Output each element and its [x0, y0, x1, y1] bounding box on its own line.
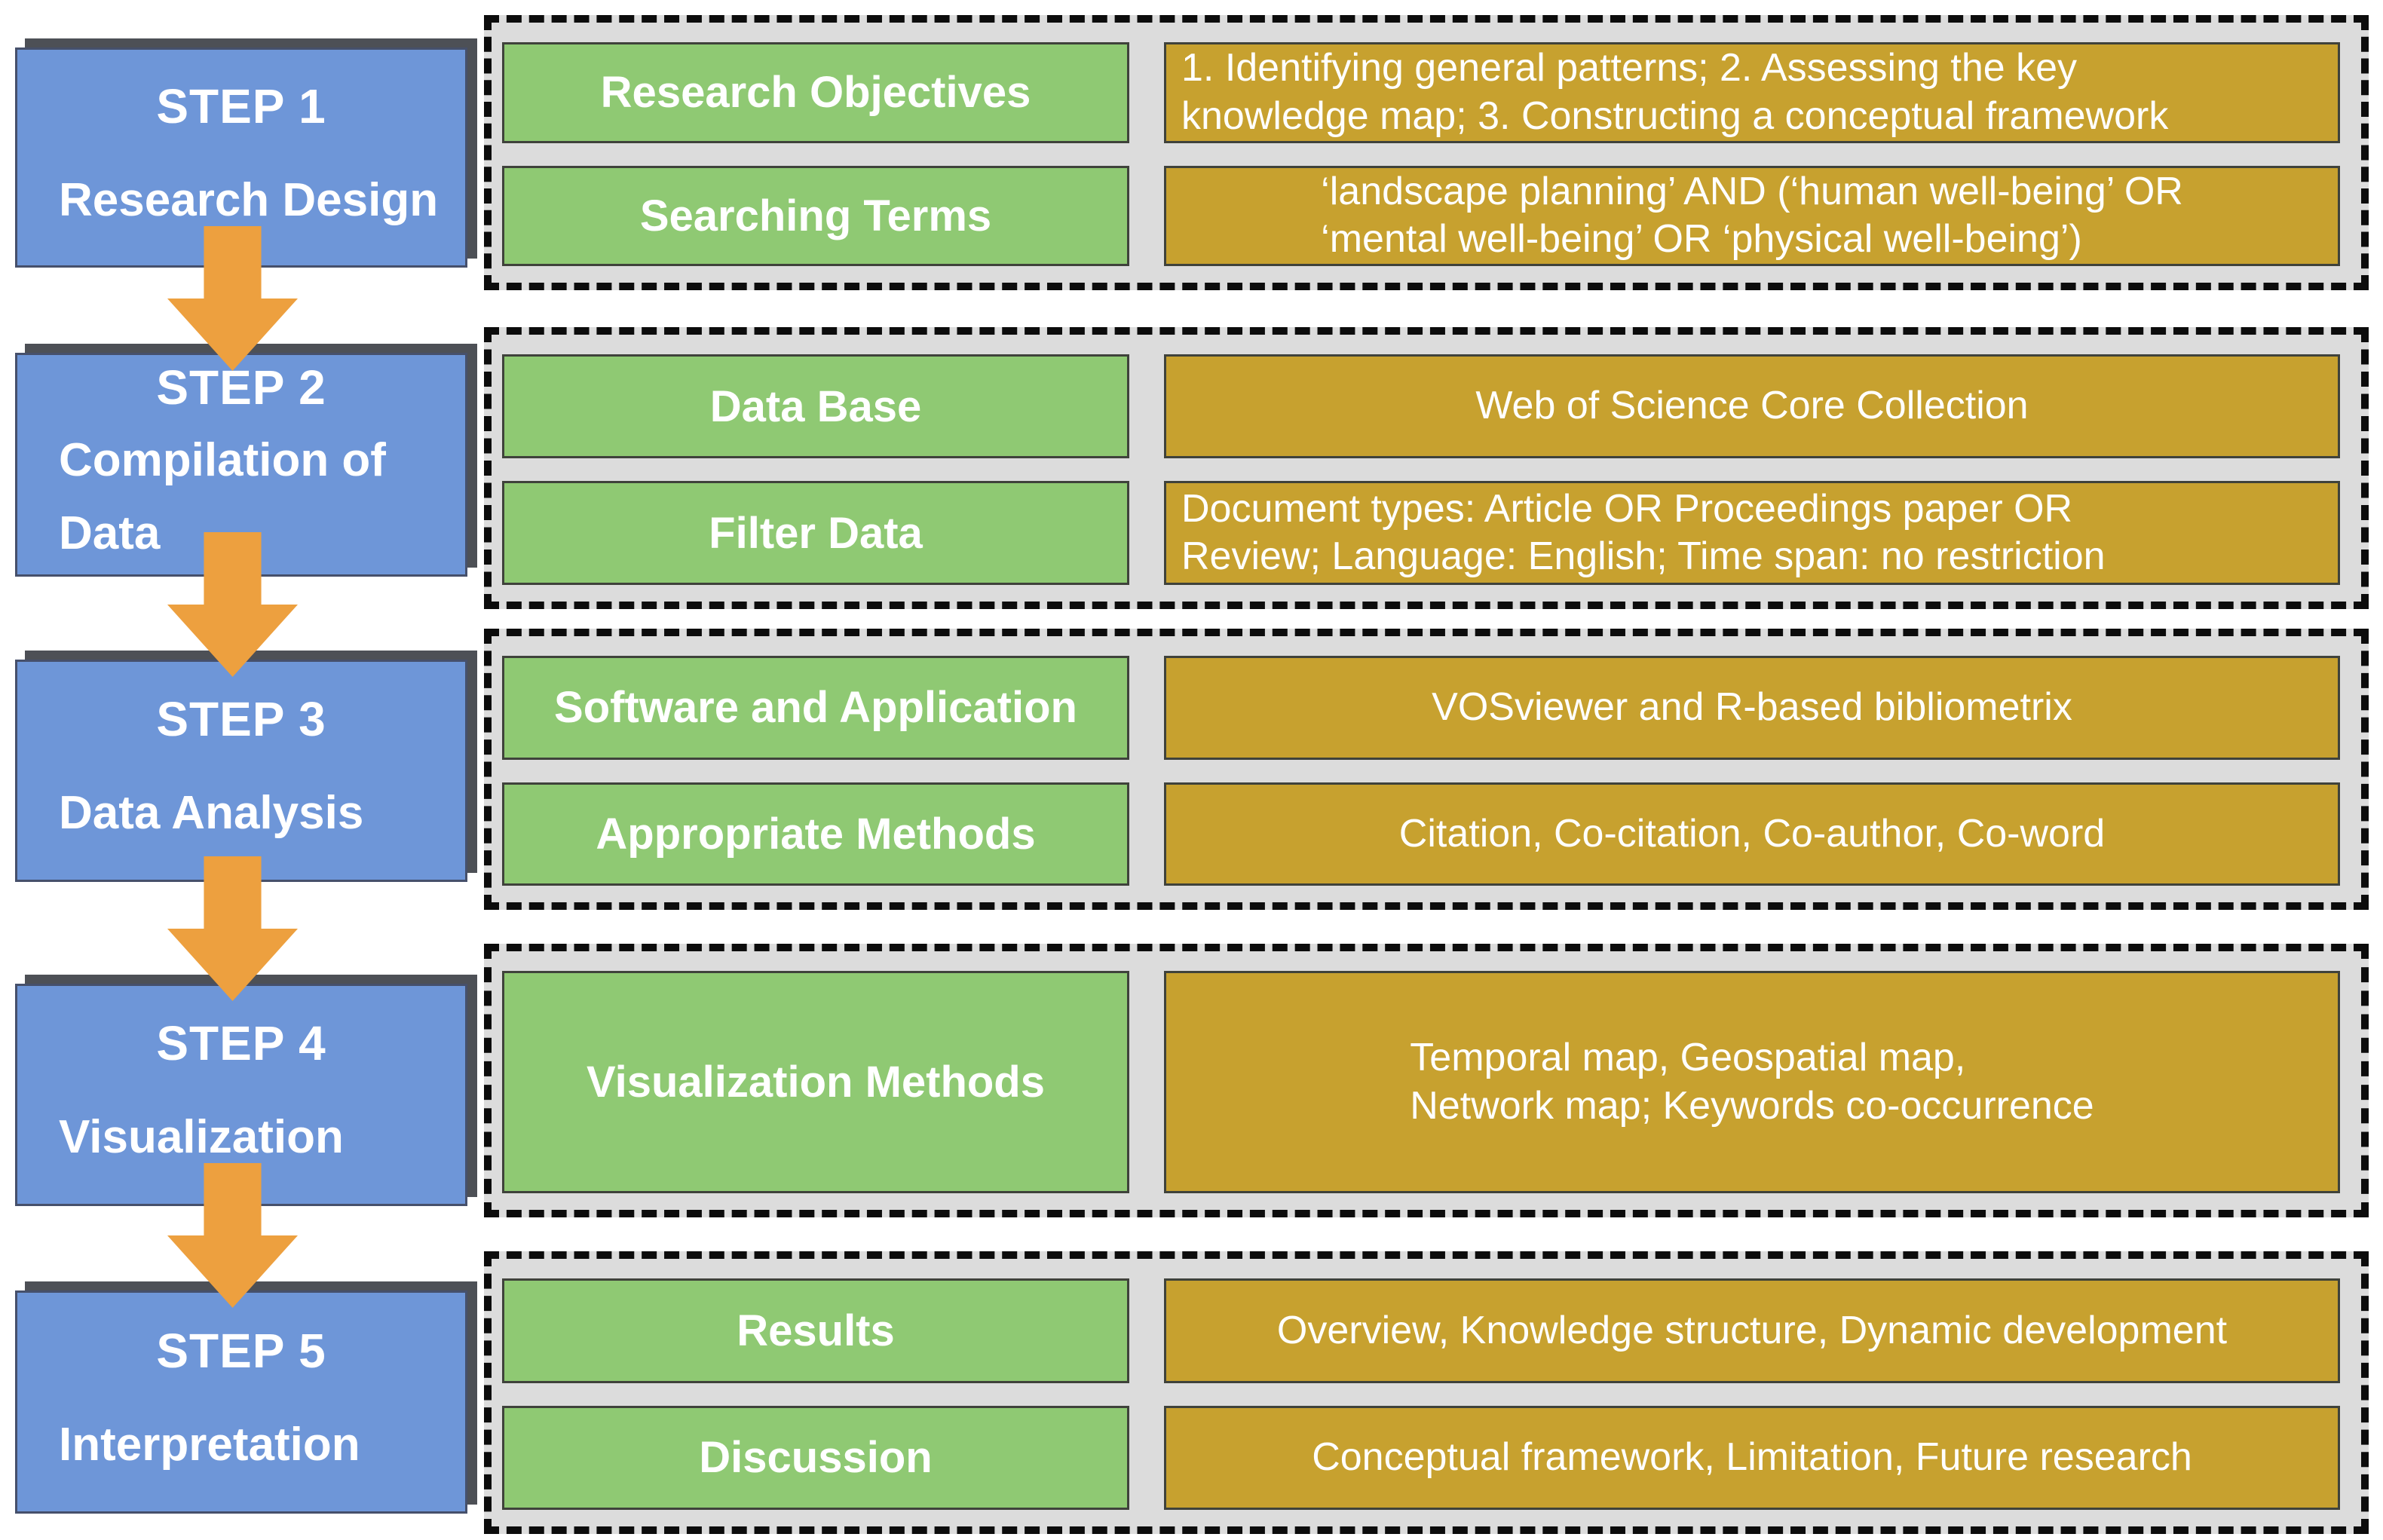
- detail-box-research-objectives: 1. Identifying general patterns; 2. Asse…: [1164, 42, 2340, 143]
- detail-box-data-base: Web of Science Core Collection: [1164, 354, 2340, 458]
- step-5-panel: Results Overview, Knowledge structure, D…: [484, 1251, 2369, 1534]
- panel-row: Appropriate Methods Citation, Co-citatio…: [502, 782, 2340, 886]
- step-5-box: STEP 5 Interpretation: [15, 1290, 467, 1514]
- step-2-panel: Data Base Web of Science Core Collection…: [484, 327, 2369, 609]
- panel-row: Research Objectives 1. Identifying gener…: [502, 42, 2340, 143]
- detail-box-software-application: VOSviewer and R-based bibliometrix: [1164, 656, 2340, 760]
- step-5-subtitle: Interpretation: [59, 1418, 360, 1471]
- step-3-subtitle: Data Analysis: [59, 787, 364, 840]
- step-3-panel: Software and Application VOSviewer and R…: [484, 629, 2369, 910]
- step-3-title: STEP 3: [156, 692, 326, 747]
- step-4-subtitle: Visualization: [59, 1111, 344, 1164]
- category-label: Discussion: [699, 1433, 933, 1483]
- detail-text: Web of Science Core Collection: [1475, 384, 2029, 428]
- step-2-title: STEP 2: [156, 360, 326, 415]
- step-2-box: STEP 2 Compilation of Data: [15, 353, 467, 577]
- step-5-title: STEP 5: [156, 1323, 326, 1378]
- category-label: Visualization Methods: [586, 1058, 1045, 1107]
- category-box-software-application: Software and Application: [502, 656, 1129, 760]
- panel-row: Searching Terms ‘landscape planning’ AND…: [502, 165, 2340, 266]
- category-label: Results: [737, 1306, 895, 1355]
- step-1-title: STEP 1: [156, 78, 326, 133]
- category-label: Data Base: [709, 381, 922, 431]
- category-label: Searching Terms: [639, 191, 992, 240]
- step-1-panel: Research Objectives 1. Identifying gener…: [484, 15, 2369, 290]
- detail-box-filter-data: Document types: Article OR Proceedings p…: [1164, 481, 2340, 585]
- category-box-discussion: Discussion: [502, 1405, 1129, 1510]
- category-box-research-objectives: Research Objectives: [502, 42, 1129, 143]
- detail-text: 1. Identifying general patterns; 2. Asse…: [1181, 46, 2169, 138]
- category-label: Appropriate Methods: [596, 809, 1036, 859]
- detail-box-results: Overview, Knowledge structure, Dynamic d…: [1164, 1278, 2340, 1383]
- step-4-title: STEP 4: [156, 1016, 326, 1071]
- step-3-box: STEP 3 Data Analysis: [15, 660, 467, 882]
- category-box-searching-terms: Searching Terms: [502, 165, 1129, 266]
- detail-text: Document types: Article OR Proceedings p…: [1181, 486, 2106, 578]
- detail-box-visualization-methods: Temporal map, Geospatial map, Network ma…: [1164, 971, 2340, 1193]
- detail-text: VOSviewer and R-based bibliometrix: [1432, 685, 2072, 730]
- category-label: Filter Data: [709, 508, 923, 558]
- category-label: Software and Application: [554, 683, 1077, 733]
- category-box-results: Results: [502, 1278, 1129, 1383]
- panel-row: Visualization Methods Temporal map, Geos…: [502, 971, 2340, 1193]
- step-2-subtitle: Compilation of Data: [59, 434, 386, 559]
- panel-row: Discussion Conceptual framework, Limitat…: [502, 1405, 2340, 1510]
- panel-row: Data Base Web of Science Core Collection: [502, 354, 2340, 458]
- detail-text: Citation, Co-citation, Co-author, Co-wor…: [1398, 811, 2106, 856]
- category-box-data-base: Data Base: [502, 354, 1129, 458]
- step-1-subtitle: Research Design: [59, 173, 439, 226]
- detail-box-searching-terms: ‘landscape planning’ AND (‘human well-be…: [1164, 165, 2340, 266]
- category-label: Research Objectives: [600, 68, 1031, 118]
- panel-row: Results Overview, Knowledge structure, D…: [502, 1278, 2340, 1383]
- detail-text: ‘landscape planning’ AND (‘human well-be…: [1321, 169, 2183, 262]
- detail-text: Overview, Knowledge structure, Dynamic d…: [1276, 1308, 2228, 1352]
- detail-text: Conceptual framework, Limitation, Future…: [1312, 1435, 2192, 1480]
- detail-box-appropriate-methods: Citation, Co-citation, Co-author, Co-wor…: [1164, 782, 2340, 886]
- category-box-visualization-methods: Visualization Methods: [502, 971, 1129, 1193]
- panel-row: Software and Application VOSviewer and R…: [502, 656, 2340, 760]
- panel-row: Filter Data Document types: Article OR P…: [502, 481, 2340, 585]
- category-box-appropriate-methods: Appropriate Methods: [502, 782, 1129, 886]
- step-4-panel: Visualization Methods Temporal map, Geos…: [484, 944, 2369, 1217]
- detail-box-discussion: Conceptual framework, Limitation, Future…: [1164, 1405, 2340, 1510]
- detail-text: Temporal map, Geospatial map, Network ma…: [1410, 1036, 2094, 1128]
- category-box-filter-data: Filter Data: [502, 481, 1129, 585]
